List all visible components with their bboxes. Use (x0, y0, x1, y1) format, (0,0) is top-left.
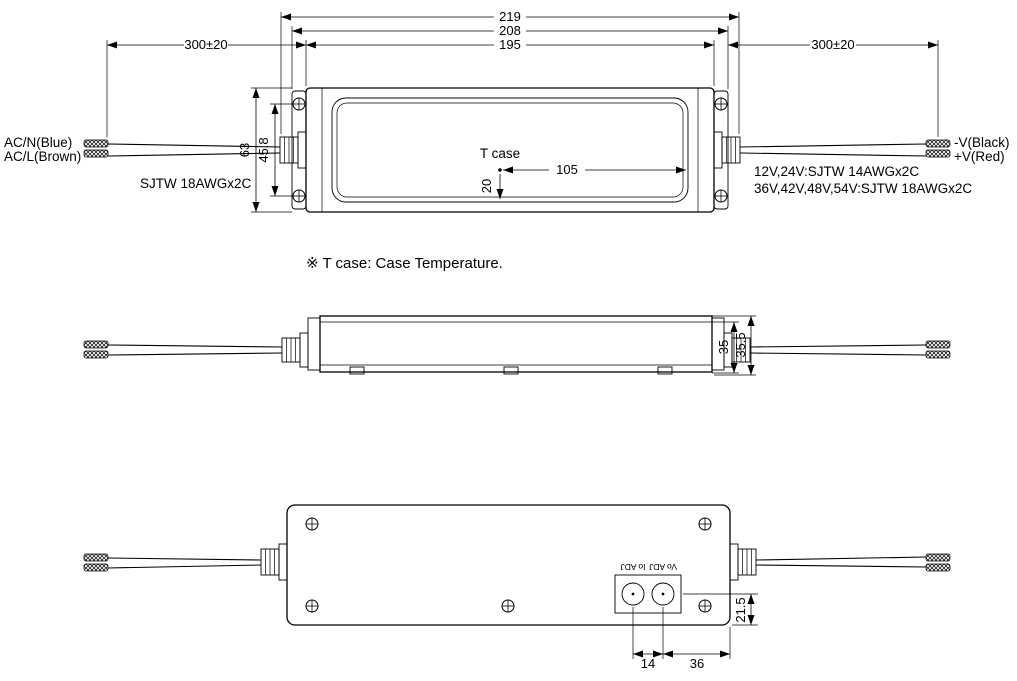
screw-icon (698, 599, 712, 613)
cable-gland-left (281, 332, 309, 368)
input-cable-label: SJTW 18AWGx2C (140, 176, 252, 191)
dim-45-8: 45.8 (256, 103, 293, 197)
wire-end-right (925, 553, 951, 572)
output-cable-label-1: 12V,24V:SJTW 14AWGx2C (754, 164, 919, 179)
dim-35-5: 35.5 (712, 315, 756, 376)
wire-end-left (83, 139, 109, 158)
mounting-tab (349, 366, 365, 375)
screw-icon (305, 517, 319, 531)
dim-wire-left-label: 300±20 (184, 37, 227, 52)
wire-end-left (83, 553, 109, 572)
dim-14-label: 14 (641, 656, 655, 671)
screw-icon (305, 599, 319, 613)
tcase-point (498, 168, 502, 172)
dim-195-label: 195 (499, 37, 521, 52)
dim-14-36: 14 36 (632, 607, 731, 671)
dim-wire-right: 300±20 (728, 37, 939, 137)
vo-adj-pot (651, 582, 675, 606)
ac-l-label: AC/L(Brown) (4, 149, 81, 164)
dim-wire-left: 300±20 (106, 37, 306, 137)
dim-21-5-label: 21.5 (733, 597, 748, 622)
dim-20: 20 (479, 174, 504, 199)
output-cable-label-2: 36V,42V,48V,54V:SJTW 18AWGx2C (754, 181, 972, 196)
mounting-tab (503, 366, 519, 375)
tcase-note: ※ T case: Case Temperature. (306, 255, 503, 272)
dim-21-5: 21.5 (683, 593, 758, 626)
dim-35-5-label: 35.5 (733, 332, 748, 357)
dim-195: 195 (305, 37, 715, 86)
screw-hole-icon (292, 189, 306, 203)
label-recess-outer (331, 97, 689, 203)
cable-gland-left (279, 131, 307, 169)
wire-end-left (83, 340, 109, 359)
dim-219-label: 219 (499, 9, 521, 24)
input-wires (107, 557, 262, 569)
dim-35: 35 (712, 321, 739, 374)
cable-gland-right (729, 543, 757, 581)
v-minus-label: -V(Black) (954, 135, 1010, 150)
wire-end-right (925, 340, 951, 359)
input-wires (107, 143, 281, 157)
output-wires (755, 556, 927, 568)
dim-20-label: 20 (479, 179, 494, 193)
screw-hole-icon (292, 97, 306, 111)
dim-45-8-label: 45.8 (256, 137, 271, 162)
v-plus-label: +V(Red) (954, 149, 1005, 164)
io-adj-pot (621, 582, 645, 606)
cable-gland-left (260, 543, 288, 581)
dim-208: 208 (291, 23, 729, 89)
dim-208-label: 208 (499, 23, 521, 38)
dim-63-label: 63 (237, 143, 252, 157)
end-bracket-left (307, 317, 321, 371)
screw-hole-icon (714, 189, 728, 203)
bottom-view: Io ADJ Vo ADJ 21.5 14 36 (83, 504, 951, 671)
dim-35-label: 35 (716, 340, 731, 354)
side-view-body (319, 315, 713, 373)
top-view: 219 208 195 300±20 (4, 9, 1010, 213)
output-wires (739, 143, 927, 157)
dim-219: 219 (280, 9, 740, 134)
output-wires (749, 344, 927, 356)
tcase-label: T case (480, 146, 520, 161)
cable-gland-right (713, 131, 741, 169)
dim-105: 105 (503, 162, 686, 177)
wire-end-right (925, 139, 951, 158)
screw-icon (501, 599, 515, 613)
ac-n-label: AC/N(Blue) (4, 135, 72, 150)
vo-adj-label: Vo ADJ (649, 562, 677, 572)
screw-icon (698, 517, 712, 531)
io-adj-label: Io ADJ (620, 562, 645, 572)
mounting-tab (657, 366, 673, 375)
dim-63: 63 (237, 87, 292, 213)
side-view: 35 35.5 (83, 315, 951, 376)
adj-pot-box: Io ADJ Vo ADJ (614, 562, 682, 614)
screw-hole-icon (714, 97, 728, 111)
dim-36-label: 36 (690, 656, 704, 671)
dim-wire-right-label: 300±20 (811, 37, 854, 52)
label-recess-inner (336, 102, 684, 198)
input-wires (107, 344, 283, 356)
dim-105-label: 105 (556, 162, 578, 177)
